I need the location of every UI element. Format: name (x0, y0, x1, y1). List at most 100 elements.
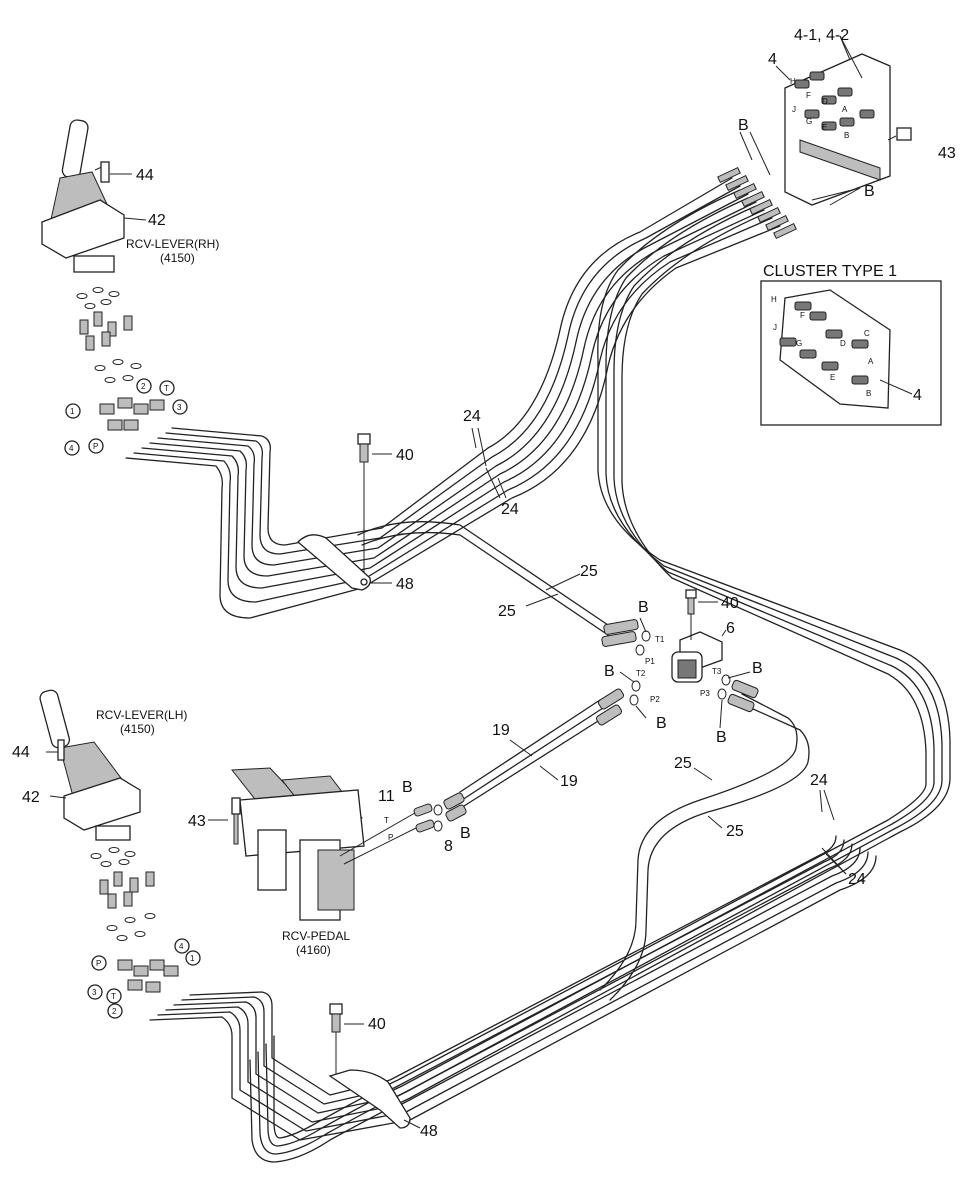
svg-text:3: 3 (92, 988, 97, 997)
fitting-11-label: 11 (378, 788, 395, 805)
svg-text:T2: T2 (636, 669, 646, 678)
hose-24-d-label: 24 (848, 871, 866, 888)
b-upper-left-label: B (738, 117, 749, 134)
svg-text:E: E (830, 373, 835, 382)
clamp-48-lower-label: 48 (420, 1123, 438, 1140)
hose-bundle-long-return (249, 189, 951, 1163)
svg-text:4: 4 (69, 444, 74, 453)
lh-circled-ports: P 4 1 3 T 2 (87, 938, 201, 1019)
bracket-42-lh-label: 42 (22, 789, 40, 806)
bolt-43-top-label: 43 (938, 145, 956, 162)
rh-fittings (76, 287, 165, 431)
valve-6-label: 6 (726, 620, 735, 637)
hose-25-d-label: 25 (726, 823, 744, 840)
valve-b-2-label: B (604, 663, 615, 680)
svg-text:P: P (388, 833, 393, 842)
svg-text:2: 2 (112, 1007, 117, 1016)
svg-text:F: F (806, 91, 811, 100)
rcv-lever-lh-name: RCV-LEVER(LH) (96, 708, 187, 722)
svg-text:A: A (868, 357, 874, 366)
valve-b-1-label: B (638, 599, 649, 616)
clamp-48-upper-label: 48 (396, 576, 414, 593)
hose-25-a-label: 25 (580, 563, 598, 580)
hose-bundle-lower-lh (149, 835, 877, 1141)
bolt-40-valve-label: 40 (721, 595, 739, 612)
hose-24-a-label: 24 (463, 408, 481, 425)
svg-text:P3: P3 (700, 689, 710, 698)
rcv-lever-lh (39, 689, 141, 841)
bolt-44-lh-label: 44 (12, 744, 30, 761)
svg-text:C: C (864, 329, 870, 338)
pedal-b-2-label: B (460, 825, 471, 842)
bracket-42-rh-label: 42 (148, 212, 166, 229)
svg-text:T: T (164, 384, 169, 393)
bolt-40-lower-label: 40 (368, 1016, 386, 1033)
rcv-lever-rh (41, 119, 147, 273)
svg-text:F: F (800, 311, 805, 320)
svg-text:A: A (842, 105, 848, 114)
fitting-8-label: 8 (444, 838, 453, 855)
hose-19-pair (459, 699, 607, 807)
clamp-48-upper (297, 534, 392, 591)
b-upper-right-label: B (864, 183, 875, 200)
bolt-40-lower (329, 1003, 364, 1078)
bolt-44-rh-label: 44 (136, 167, 154, 184)
svg-text:3: 3 (177, 403, 182, 412)
hose-25-b-label: 25 (498, 603, 516, 620)
svg-text:H: H (771, 295, 777, 304)
svg-text:H: H (790, 77, 796, 86)
svg-text:J: J (792, 105, 796, 114)
hose-bundle-upper-rh (125, 177, 781, 619)
hose-24-c-label: 24 (810, 772, 828, 789)
bolt-43-pedal-label: 43 (188, 813, 206, 830)
valve-b-3-label: B (752, 660, 763, 677)
rcv-lever-rh-name: RCV-LEVER(RH) (126, 237, 219, 251)
bolt-40-upper (357, 433, 392, 580)
svg-text:T: T (111, 992, 116, 1001)
svg-text:P: P (96, 959, 101, 968)
valve-b-4-label: B (656, 715, 667, 732)
hose-25-c-label: 25 (674, 755, 692, 772)
pedal-b-1-label: B (402, 779, 413, 796)
rcv-pedal: T P (208, 767, 467, 921)
svg-text:P2: P2 (650, 695, 660, 704)
clamp-48-lower (328, 1069, 421, 1129)
rcv-lever-lh-code: (4150) (120, 722, 155, 736)
hose-24-b-label: 24 (501, 501, 519, 518)
svg-text:P: P (93, 442, 98, 451)
rcv-pedal-name: RCV-PEDAL (282, 929, 350, 943)
hose-19-a-label: 19 (492, 722, 510, 739)
rcv-pedal-code: (4160) (296, 943, 331, 957)
cluster-inset-4-label: 4 (913, 387, 922, 404)
valve-6-assembly: T1 P1 T2 T3 P2 P3 (595, 589, 759, 729)
lh-fittings (90, 847, 179, 993)
svg-text:4: 4 (179, 942, 184, 951)
cluster-ref-4-1-4-2: 4-1, 4-2 (794, 27, 849, 44)
svg-text:T: T (384, 816, 389, 825)
cluster-type-inset: H F J G D C A E B (760, 280, 942, 426)
svg-text:E: E (822, 123, 827, 132)
cluster-ref-4: 4 (768, 51, 777, 68)
rh-circled-ports: 1 2 T 3 4 P (64, 378, 188, 456)
svg-text:D: D (822, 97, 828, 106)
svg-text:T3: T3 (712, 667, 722, 676)
svg-text:2: 2 (141, 382, 146, 391)
svg-text:J: J (773, 323, 777, 332)
svg-text:P1: P1 (645, 657, 655, 666)
hose-25-pair (357, 521, 810, 1001)
svg-text:B: B (844, 131, 849, 140)
svg-text:G: G (806, 117, 812, 126)
svg-text:B: B (866, 389, 871, 398)
hose-19-b-label: 19 (560, 773, 578, 790)
bolt-40-upper-label: 40 (396, 447, 414, 464)
rcv-lever-rh-code: (4150) (160, 251, 195, 265)
cluster-assembly: H F J D G A E B (717, 35, 912, 240)
cluster-type-title: CLUSTER TYPE 1 (763, 263, 897, 280)
svg-text:T1: T1 (655, 635, 665, 644)
svg-text:D: D (840, 339, 846, 348)
svg-text:G: G (796, 339, 802, 348)
svg-text:1: 1 (70, 407, 75, 416)
valve-b-5-label: B (716, 729, 727, 746)
svg-text:1: 1 (190, 954, 195, 963)
